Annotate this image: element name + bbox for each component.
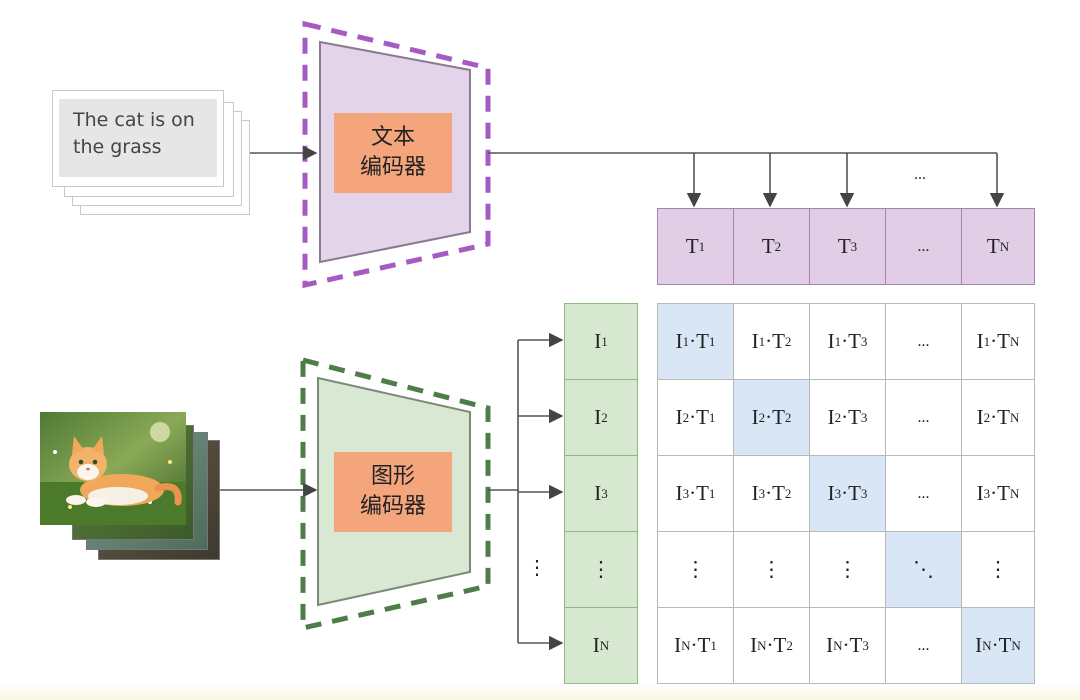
- text-encoder-dashed-border: [302, 20, 491, 289]
- matrix-cell-4-3: ⋮: [809, 531, 886, 608]
- image-feature-side-ellipsis: ⋮: [527, 556, 547, 579]
- image-encoder-dashed-border: [300, 356, 491, 632]
- text-caption: The cat is on the grass: [59, 99, 217, 177]
- image-encoder-label: 图形 编码器: [334, 452, 452, 532]
- matrix-cell-2-4: ...: [885, 379, 962, 456]
- bottom-edge-tint: [0, 683, 1080, 700]
- text-encoder-label: 文本 编码器: [334, 113, 452, 193]
- text-features-overhead-ellipsis: ...: [914, 166, 926, 183]
- matrix-cell-4-2: ⋮: [733, 531, 810, 608]
- matrix-cell-3-4: ...: [885, 455, 962, 532]
- cat-photo-icon: [40, 412, 186, 525]
- matrix-cell-4-5: ⋮: [961, 531, 1035, 608]
- text-feature-ellipsis: ...: [885, 208, 962, 285]
- image-feature-ellipsis: ⋮: [564, 531, 638, 608]
- matrix-cell-4-1: ⋮: [657, 531, 734, 608]
- matrix-cell-4-4: ⋱: [885, 531, 962, 608]
- matrix-cell-1-4: ...: [885, 303, 962, 380]
- text-card-front: The cat is on the grass: [52, 90, 224, 187]
- matrix-cell-5-4: ...: [885, 607, 962, 684]
